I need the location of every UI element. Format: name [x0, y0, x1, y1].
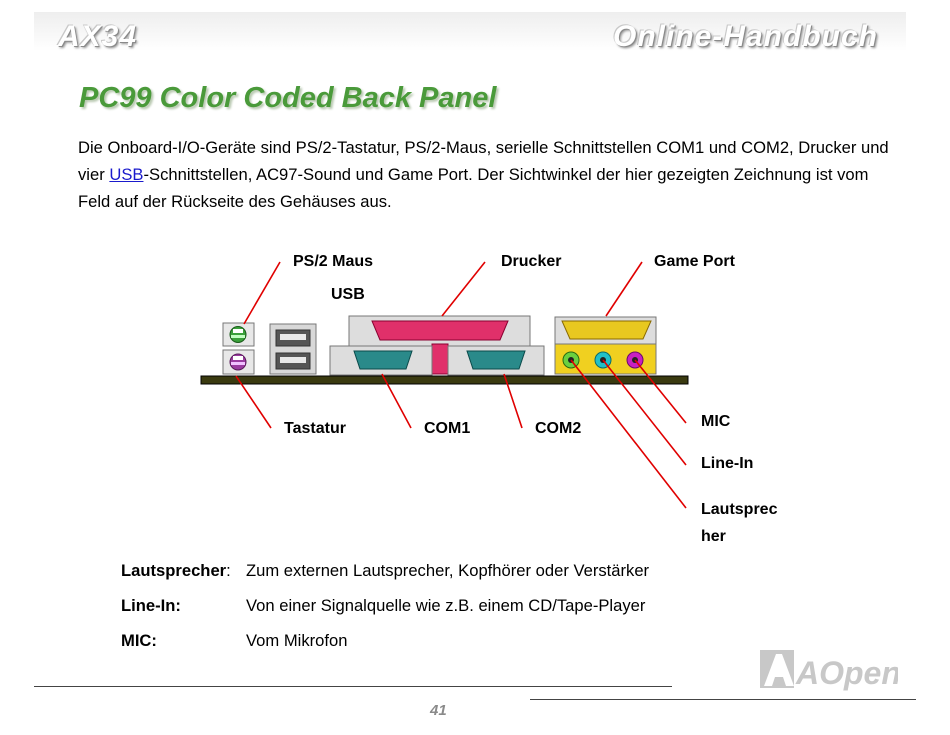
board-edge — [200, 375, 689, 385]
intro-text-2: -Schnittstellen, AC97-Sound und Game Por… — [78, 165, 869, 211]
leader-speaker — [570, 359, 687, 509]
aopen-logo: AOpen — [760, 650, 898, 691]
label-speaker-2: her — [701, 528, 726, 545]
page-number: 41 — [430, 702, 447, 719]
label-usb: USB — [331, 286, 365, 303]
term-text: MIC: — [121, 631, 157, 650]
logo-text: AOpen — [795, 655, 898, 691]
header-model: AX34 — [58, 20, 138, 53]
definition-term: Line-In: — [121, 596, 181, 616]
label-keyboard: Tastatur — [284, 420, 346, 437]
label-com1: COM1 — [424, 420, 471, 437]
label-mic: MIC — [701, 413, 731, 430]
definition-desc: Vom Mikrofon — [246, 631, 348, 650]
term-text: Lautsprecher — [121, 561, 227, 580]
intro-paragraph: Die Onboard-I/O-Geräte sind PS/2-Tastatu… — [78, 134, 898, 215]
label-game-port: Game Port — [654, 253, 735, 270]
label-ps2-mouse: PS/2 Maus — [293, 253, 374, 270]
game-port — [554, 316, 657, 345]
leader-keyboard — [235, 375, 272, 429]
definition-desc: Zum externen Lautsprecher, Kopfhörer ode… — [246, 561, 650, 580]
leader-ps2-mouse — [243, 261, 281, 325]
ps2-keyboard-port — [222, 349, 255, 375]
leader-mic — [634, 359, 687, 424]
label-speaker-1: Lautsprec — [701, 501, 778, 518]
leader-printer — [441, 261, 486, 317]
leader-lines — [235, 261, 687, 509]
leader-com1 — [381, 373, 412, 429]
term-colon: : — [226, 561, 231, 580]
ps2-mouse-port — [222, 322, 255, 347]
leader-line-in — [602, 359, 687, 466]
definition-term: MIC: — [121, 631, 157, 651]
intro-text-1: Die Onboard-I/O-Geräte sind PS/2-Tastatu… — [78, 138, 889, 184]
usb-link[interactable]: USB — [109, 165, 144, 184]
label-line-in: Line-In — [701, 455, 754, 472]
footer-rule-right — [530, 699, 916, 700]
footer-rule-left — [34, 686, 672, 687]
term-text: Line-In: — [121, 596, 181, 615]
definition-term: Lautsprecher: — [121, 561, 231, 581]
printer-port-mount — [431, 343, 449, 375]
page-title: PC99 Color Coded Back Panel — [79, 82, 497, 114]
leader-com2 — [503, 373, 523, 429]
header-band — [34, 12, 906, 58]
leader-game-port — [605, 261, 643, 317]
audio-jacks — [554, 343, 657, 375]
header-manual-title: Online-Handbuch — [613, 20, 878, 53]
printer-port — [348, 315, 531, 347]
label-com2: COM2 — [535, 420, 582, 437]
com2-port — [447, 345, 545, 376]
definition-desc: Von einer Signalquelle wie z.B. einem CD… — [246, 596, 646, 615]
com1-port — [329, 345, 433, 376]
usb-ports — [269, 323, 317, 375]
label-printer: Drucker — [501, 253, 562, 270]
